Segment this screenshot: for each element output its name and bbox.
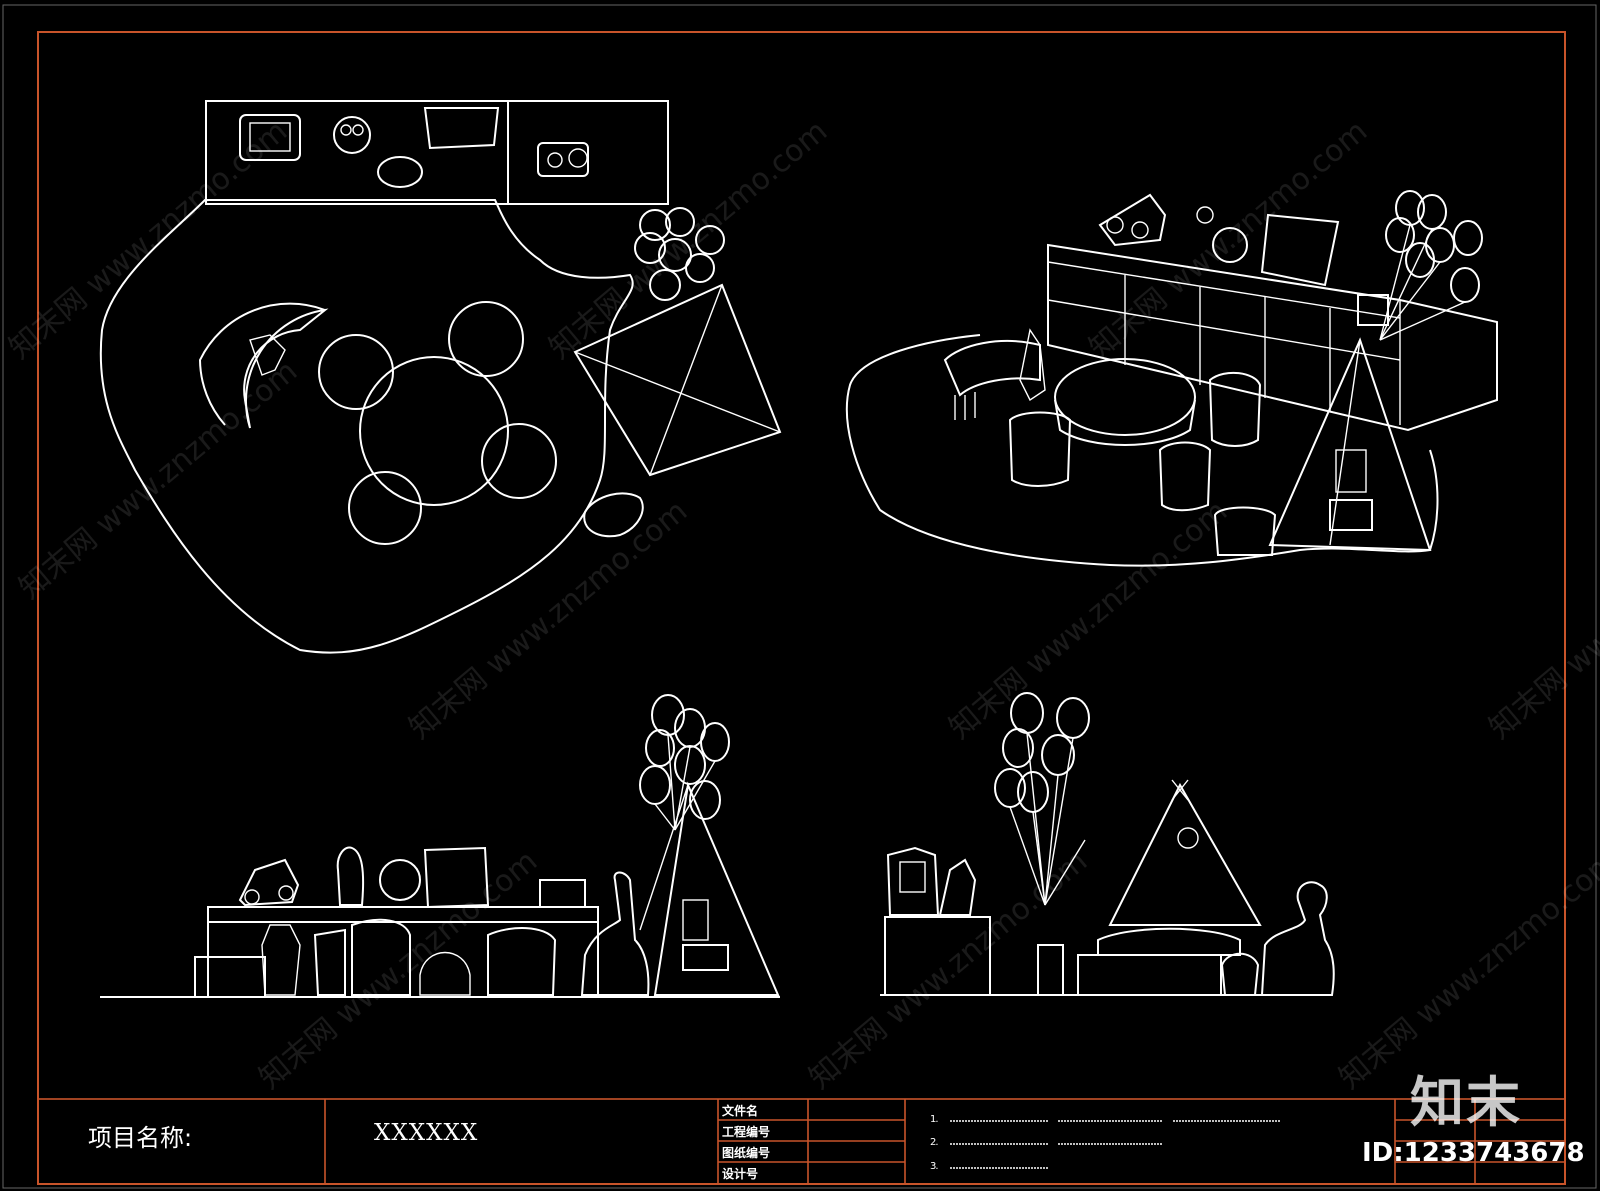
project-name-label: 项目名称: — [88, 1124, 193, 1152]
watermark-2: 知末网 www.znzmo.com — [543, 114, 834, 366]
iso-view — [845, 190, 1498, 567]
side-table-top — [1097, 927, 1241, 956]
field-design-number: 设计号 — [722, 1167, 759, 1181]
front-stool-2 — [487, 927, 557, 996]
field-drawing-number: 图纸编号 — [722, 1146, 771, 1160]
front-stool-3 — [313, 928, 346, 996]
iso-deer — [1019, 328, 1046, 402]
front-giraffe — [336, 846, 365, 906]
plan-stool-2 — [318, 334, 394, 410]
plan-round-table — [359, 356, 509, 506]
side-vase — [1037, 944, 1064, 996]
front-tent-picture — [682, 944, 729, 971]
iso-toy-box — [1357, 294, 1389, 326]
iso-toy-animal — [1212, 227, 1248, 263]
iso-stool-2 — [1158, 441, 1212, 512]
outer-border — [2, 4, 1597, 1189]
plan-stool-4 — [348, 471, 422, 545]
brand-id: ID:1233743678 — [1362, 1138, 1585, 1168]
front-toy-car — [238, 858, 300, 907]
iso-toy-car — [1098, 193, 1167, 247]
front-box — [539, 879, 586, 908]
side-toy-robot — [886, 846, 940, 916]
iso-stool-3 — [1208, 371, 1262, 447]
front-pillow — [423, 846, 490, 909]
front-stool-1 — [351, 918, 411, 996]
front-elevation — [100, 694, 780, 998]
iso-rug — [845, 334, 1439, 567]
side-bench — [1077, 954, 1222, 996]
plan-toy-turtle — [377, 156, 423, 188]
side-tent — [1108, 782, 1262, 926]
plan-stool-3 — [481, 423, 557, 499]
project-name-value: XXXXXX — [374, 1120, 479, 1146]
watermark-7: 知末网 www.znzmo.com — [1483, 494, 1600, 746]
field-file-name: 文件名 — [722, 1104, 759, 1118]
side-alpaca — [1260, 881, 1335, 996]
plan-toy-car — [239, 114, 301, 161]
watermark-4: 知末网 www.znzmo.com — [13, 354, 304, 606]
plan-shelf — [205, 100, 669, 205]
front-lion — [379, 859, 421, 901]
iso-table — [1054, 358, 1196, 436]
iso-sofa — [943, 339, 1041, 397]
plan-stool-1 — [448, 301, 524, 377]
side-cabinet — [884, 916, 991, 996]
plan-rug — [99, 199, 634, 654]
side-tent-moon — [1177, 827, 1199, 849]
title-block — [37, 1098, 1566, 1185]
side-balloons — [994, 692, 1090, 906]
front-deer — [261, 924, 301, 996]
note-3: 3. — [930, 1161, 938, 1172]
plan-toy-animal — [333, 116, 371, 154]
field-project-number: 工程编号 — [722, 1125, 771, 1139]
note-1: 1. — [930, 1114, 938, 1125]
side-elevation — [880, 692, 1335, 996]
front-balloons — [639, 694, 730, 831]
iso-tent-picture — [1329, 499, 1373, 531]
plan-balloons — [634, 207, 725, 301]
front-tent — [653, 781, 780, 996]
plan-pillow — [423, 107, 500, 150]
plan-bolster — [583, 492, 644, 538]
iso-balloons — [1379, 190, 1483, 341]
front-animal — [419, 951, 471, 996]
note-2: 2. — [930, 1137, 938, 1148]
side-stool — [1220, 952, 1260, 996]
side-toy-animal — [938, 858, 977, 916]
iso-tent — [1268, 337, 1432, 552]
brand-logo: 知末 — [1410, 1071, 1522, 1134]
watermark-5: 知末网 www.znzmo.com — [403, 494, 694, 746]
watermarks: 知末网 www.znzmo.com 知末网 www.znzmo.com 知末网 … — [3, 114, 1600, 1096]
iso-alpaca — [1213, 506, 1277, 556]
plan-view — [99, 100, 782, 654]
plan-toy-box — [537, 142, 589, 177]
iso-stool-1 — [1008, 411, 1072, 487]
front-shelf — [207, 906, 599, 923]
iso-pillow — [1260, 213, 1340, 287]
front-alpaca — [580, 871, 650, 996]
watermark-6: 知末网 www.znzmo.com — [943, 494, 1234, 746]
